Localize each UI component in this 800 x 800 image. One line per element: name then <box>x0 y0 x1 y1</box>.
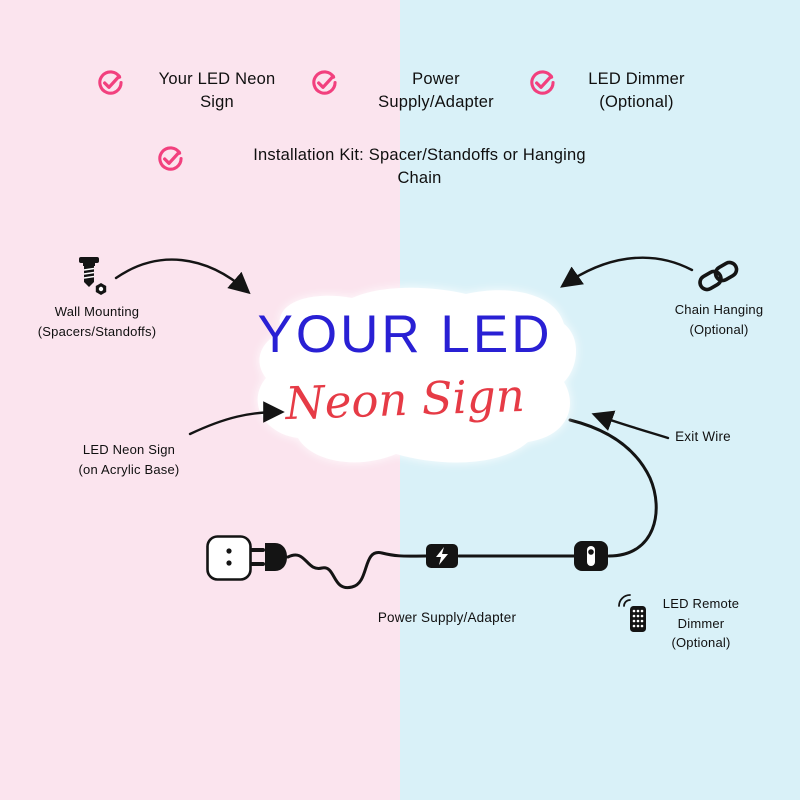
checklist-item-dimmer: LED Dimmer (Optional) <box>528 68 709 114</box>
remote-dimmer-label: LED Remote Dimmer (Optional) <box>662 596 740 650</box>
checklist-label: Power Supply/Adapter <box>378 70 494 112</box>
dimmer-switch-icon <box>574 541 608 571</box>
led-neon-sign-label: LED Neon Sign (on Acrylic Base) <box>78 442 180 477</box>
sign-subtitle: Neon Sign <box>284 368 526 431</box>
checklist-item-power-supply: Power Supply/Adapter <box>310 68 526 114</box>
power-adapter-icon <box>426 544 458 568</box>
plug-icon <box>250 543 287 571</box>
remote-control-icon <box>618 594 646 632</box>
checklist-label: Installation Kit: Spacer/Standoffs or Ha… <box>253 146 586 188</box>
wall-mounting-label: Wall Mounting (Spacers/Standoffs) <box>37 304 157 339</box>
sign-title: YOUR LED <box>257 305 553 364</box>
power-outlet-icon <box>206 535 252 581</box>
exit-wire-label: Exit Wire <box>675 429 731 444</box>
sign-backplate <box>257 287 577 463</box>
checklist-item-installation-kit: Installation Kit: Spacer/Standoffs or Ha… <box>156 144 647 190</box>
sign-text-block: YOUR LED Neon Sign <box>226 280 584 430</box>
chain-hanging-label: Chain Hanging (Optional) <box>674 302 764 337</box>
checklist-item-neon-sign: Your LED Neon Sign <box>96 68 302 114</box>
sign-blob-shape <box>257 287 577 463</box>
checklist-label: Your LED Neon Sign <box>158 70 276 112</box>
checklist-label: LED Dimmer (Optional) <box>588 70 685 112</box>
chain-link-icon <box>698 260 739 292</box>
check-icon <box>530 70 555 95</box>
check-icon <box>158 146 183 171</box>
check-icon <box>98 70 123 95</box>
power-supply-label: Power Supply/Adapter <box>377 610 517 625</box>
check-icon <box>312 70 337 95</box>
screw-icon <box>79 257 107 295</box>
